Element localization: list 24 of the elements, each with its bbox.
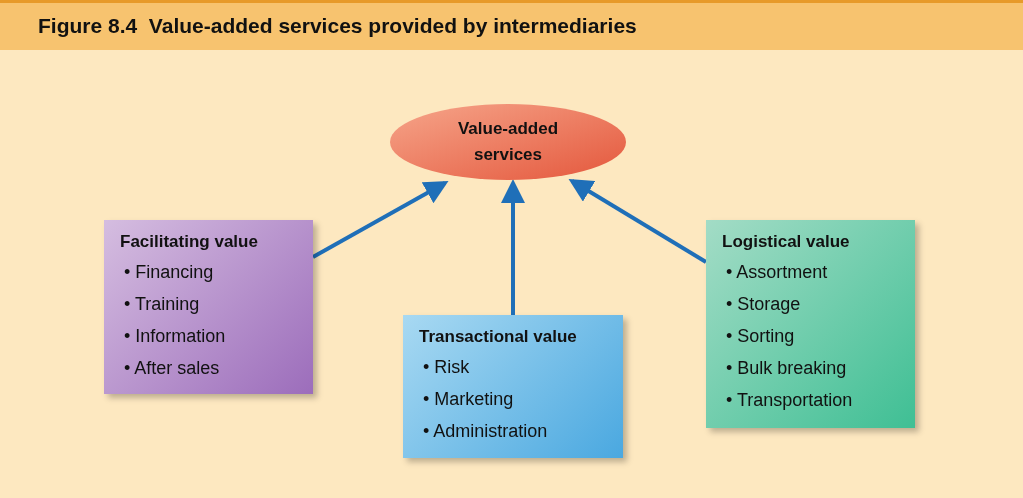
- bullet-item: • Bulk breaking: [726, 357, 847, 380]
- node-label: Value-added services: [456, 118, 560, 166]
- category-box: [403, 315, 623, 458]
- bullet-item: • Assortment: [726, 261, 828, 284]
- arrow: [501, 179, 525, 315]
- category-box: [706, 220, 915, 428]
- ellipse-node: [389, 103, 627, 181]
- box-heading: Logistical value: [722, 232, 850, 252]
- bullet-item: • Administration: [423, 420, 548, 443]
- figure-title: Figure 8.4 Value-added services provided by intermediaries: [38, 14, 637, 38]
- bullet-item: • After sales: [124, 357, 220, 380]
- bullet-item: • Marketing: [423, 388, 514, 411]
- box-heading: Facilitating value: [120, 232, 258, 252]
- box-heading: Transactional value: [419, 327, 577, 347]
- bullet-item: • Storage: [726, 293, 801, 316]
- arrow: [312, 181, 449, 259]
- category-box: [104, 220, 313, 394]
- bullet-item: • Training: [124, 293, 200, 316]
- bullet-item: • Transportation: [726, 389, 853, 412]
- bullet-item: • Information: [124, 325, 226, 348]
- bullet-item: • Risk: [423, 356, 470, 379]
- bullet-item: • Sorting: [726, 325, 795, 348]
- bullet-item: • Financing: [124, 261, 214, 284]
- arrow: [568, 178, 708, 264]
